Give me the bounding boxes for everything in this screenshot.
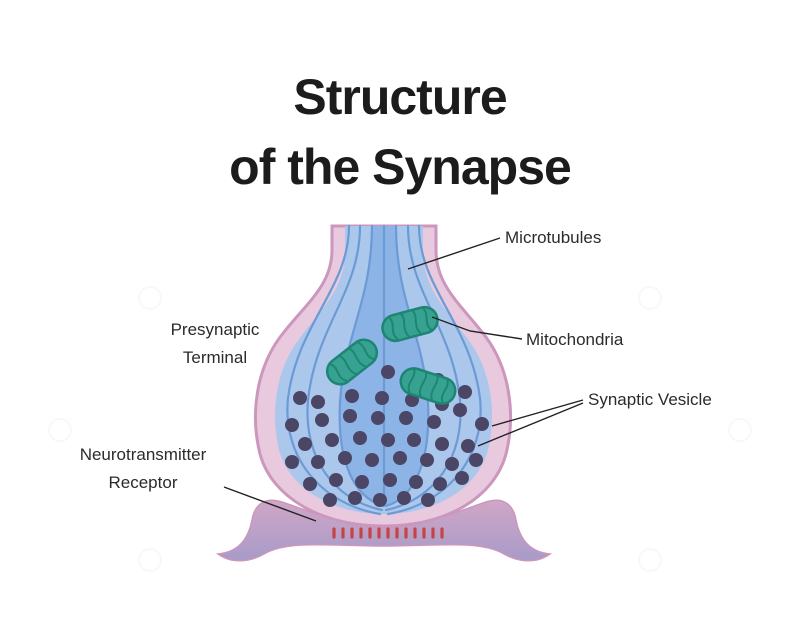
synaptic-vesicle-leader-line-2 [477, 402, 584, 447]
label-receptor-line-1: Neurotransmitter [79, 445, 207, 464]
leader-lines [223, 237, 584, 522]
label-neurotransmitter-receptor: Neurotransmitter Receptor [62, 441, 224, 497]
label-presynaptic-terminal: Presynaptic Terminal [140, 316, 290, 372]
title-line-1: Structure [293, 69, 507, 125]
title-line-2: of the Synapse [229, 139, 572, 195]
neurotransmitter-receptors [332, 527, 444, 539]
label-presynaptic-line-2: Terminal [182, 348, 248, 367]
label-mitochondria: Mitochondria [526, 330, 624, 349]
microtubules [286, 224, 482, 516]
mitochondria-leader-line [431, 316, 523, 340]
page-title: Structure of the Synapse [0, 62, 800, 202]
label-receptor-line-2: Receptor [108, 473, 178, 492]
synaptic-vesicle-leader-line-1 [491, 399, 584, 427]
microtubules-leader-line [407, 237, 501, 270]
label-microtubules: Microtubules [505, 228, 602, 247]
synaptic-vesicles [285, 365, 489, 507]
label-synaptic-vesicle: Synaptic Vesicle [588, 390, 712, 409]
label-presynaptic-line-1: Presynaptic [170, 320, 260, 339]
receptor-leader-line [223, 486, 317, 522]
